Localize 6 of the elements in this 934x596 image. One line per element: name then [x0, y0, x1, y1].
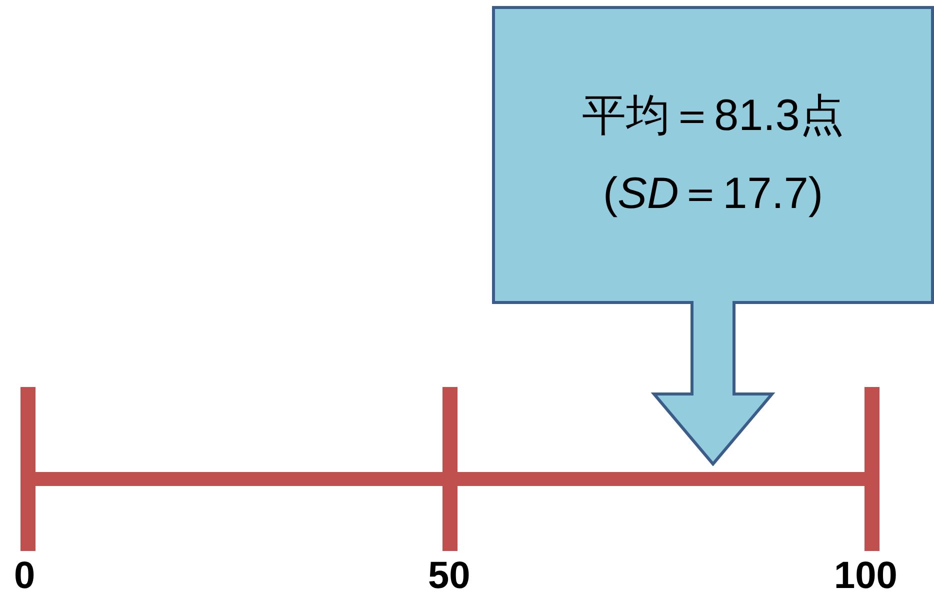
callout-text: (SD＝17.7): [602, 168, 824, 220]
callout-text: 平均＝81.3点: [582, 90, 844, 142]
down-arrow-callout: [492, 6, 934, 466]
tick-label: 100: [834, 556, 898, 596]
tick-label: 50: [428, 556, 470, 596]
tick-label: 0: [14, 556, 36, 596]
